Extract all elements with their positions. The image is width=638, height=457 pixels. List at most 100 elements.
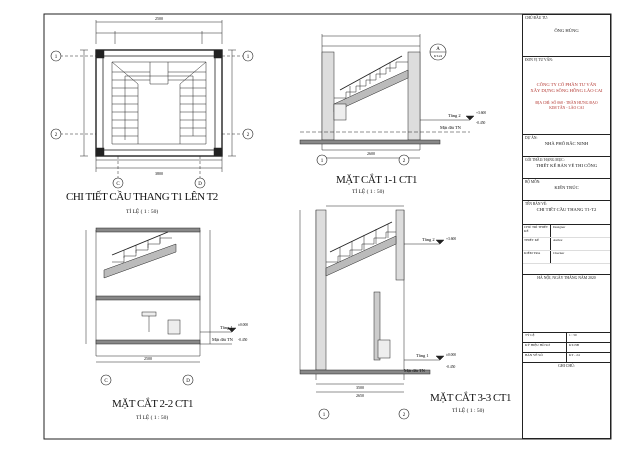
sec33-ground-label: Mặt đất TN bbox=[404, 368, 426, 373]
grid-label: 1 bbox=[323, 413, 326, 418]
sec33-ground-value: -0.450 bbox=[446, 365, 455, 369]
sec22-level-floor1-value: ±0.000 bbox=[238, 323, 248, 327]
sec33-bottom-dimension: 2650 bbox=[356, 393, 364, 398]
sec11-level-floor2-label: Tầng 2 bbox=[448, 113, 461, 118]
grid-label: 1 bbox=[247, 55, 250, 60]
meta-label: KÝ HIỆU HỒ SƠ bbox=[525, 343, 550, 347]
meta-value: KT - 24 bbox=[566, 353, 610, 362]
owner-label: CHỦ ĐẦU TƯ: bbox=[525, 16, 549, 20]
meta-row: BẢN VẼ SỐ KT - 24 bbox=[523, 353, 610, 363]
meta-label: TỶ LỆ bbox=[525, 333, 535, 337]
grid-label: 2 bbox=[55, 133, 58, 138]
drawing-name: CHI TIẾT CẦU THANG T1-T2 bbox=[536, 207, 597, 212]
plan-grid-bubble-bottom-c: C bbox=[112, 177, 124, 189]
item-label: GÓI THẦU/ HẠNG MỤC: bbox=[525, 158, 565, 162]
meta-label: BẢN VẼ SỐ bbox=[525, 353, 543, 357]
sec22-bottom-dimension: 2500 bbox=[144, 356, 152, 361]
discipline-cell: BỘ MÔN: KIẾN TRÚC bbox=[523, 179, 610, 201]
sec33-level-floor1-value: ±0.000 bbox=[446, 353, 456, 357]
plan-bottom-dimension: 3800 bbox=[155, 171, 163, 176]
project-cell: DỰ ÁN: NHÀ PHỐ BẮC NINH bbox=[523, 135, 610, 157]
date-line: HÀ NỘI, NGÀY THÁNG NĂM 2020 bbox=[537, 276, 596, 280]
item-cell: GÓI THẦU/ HẠNG MỤC: THIẾT KẾ BẢN VẼ THI … bbox=[523, 157, 610, 179]
notes-label: GHI CHÚ: bbox=[558, 364, 575, 368]
sheet-border bbox=[43, 13, 612, 440]
sec33-level-floor2-value: +3.600 bbox=[446, 237, 456, 241]
meta-value: KT-NB bbox=[566, 343, 610, 352]
section-3-3-title: MẶT CẮT 3-3 CT1 bbox=[430, 392, 512, 404]
sec33-level-floor1-label: Tầng 1 bbox=[416, 353, 429, 358]
sec22-ground-label: Mặt đất TN bbox=[212, 337, 234, 342]
address-line-1: ĐỊA CHỈ: SỐ 068 - TRẦN HƯNG ĐẠO bbox=[535, 101, 598, 105]
sec22-level-floor1-label: Tầng 1 bbox=[220, 325, 233, 330]
sec11-level-floor2-value: +3.600 bbox=[476, 111, 486, 115]
company-line-2: XÂY DỰNG SÔNG HỒNG LÀO CAI bbox=[530, 88, 603, 93]
plan-grid-bubble-left-top: 1 bbox=[50, 50, 62, 62]
grid-label: 1 bbox=[321, 159, 324, 164]
sec22-grid-bubble-d: D bbox=[182, 374, 194, 386]
plan-grid-bubble-bottom-d: D bbox=[194, 177, 206, 189]
sec22-ground-value: -0.450 bbox=[238, 338, 247, 342]
sec22-grid-bubble-c: C bbox=[100, 374, 112, 386]
role-name: Designer bbox=[553, 225, 566, 229]
plan-grid-bubble-left-bottom: 2 bbox=[50, 128, 62, 140]
notes-cell: GHI CHÚ: bbox=[523, 363, 610, 369]
plan-view bbox=[60, 20, 244, 178]
date-cell: HÀ NỘI, NGÀY THÁNG NĂM 2020 bbox=[523, 275, 610, 333]
drawing-name-label: TÊN BẢN VẼ: bbox=[525, 202, 548, 206]
role-label: KIỂM TRA bbox=[523, 251, 551, 263]
sec11-bottom-dimension: 2600 bbox=[367, 151, 375, 156]
sec33-mid-dimension: 3500 bbox=[356, 385, 364, 390]
callout-ref: KT-24 bbox=[434, 54, 443, 58]
section-1-1-scale: TỈ LỆ ( 1 : 50) bbox=[352, 189, 385, 195]
meta-row: TỶ LỆ 1 : 50 bbox=[523, 333, 610, 343]
sec11-ground-label: Mặt đất TN bbox=[440, 125, 462, 130]
sec33-grid-bubble-2: 2 bbox=[398, 408, 410, 420]
discipline-name: KIẾN TRÚC bbox=[554, 185, 579, 190]
role-name: Checker bbox=[553, 251, 565, 255]
section-2-2-view bbox=[85, 227, 237, 363]
grid-label: C bbox=[116, 182, 120, 187]
sec11-grid-bubble-1: 1 bbox=[316, 154, 328, 166]
callout-letter: A bbox=[436, 47, 440, 52]
section-1-1-title: MẶT CẮT 1-1 CT1 bbox=[336, 174, 418, 186]
section-2-2-scale: TỈ LỆ ( 1 : 50) bbox=[136, 415, 169, 421]
role-label: THIẾT KẾ bbox=[523, 238, 551, 250]
company-line-1: CÔNG TY CỔ PHẦN TƯ VẤN bbox=[536, 82, 597, 87]
grid-label: D bbox=[198, 182, 202, 187]
plan-title: CHI TIẾT CẦU THANG T1 LÊN T2 bbox=[66, 191, 218, 203]
grid-label: 2 bbox=[403, 159, 406, 164]
role-name: Author bbox=[553, 238, 563, 242]
project-name: NHÀ PHỐ BẮC NINH bbox=[544, 141, 589, 146]
grid-label: D bbox=[186, 379, 190, 384]
item-name: THIẾT KẾ BẢN VẼ THI CÔNG bbox=[535, 163, 598, 168]
plan-grid-bubble-right-bottom: 2 bbox=[242, 128, 254, 140]
section-3-3-view bbox=[299, 205, 445, 393]
detail-callout-a: A KT-24 bbox=[429, 43, 447, 61]
section-1-1-view bbox=[299, 34, 475, 159]
consultant-label: ĐƠN VỊ TƯ VẤN: bbox=[525, 58, 553, 62]
meta-row: KÝ HIỆU HỒ SƠ KT-NB bbox=[523, 343, 610, 353]
meta-table: TỶ LỆ 1 : 50 KÝ HIỆU HỒ SƠ KT-NB BẢN VẼ SỐ… bbox=[523, 333, 610, 363]
owner-cell: CHỦ ĐẦU TƯ: ÔNG HÙNG bbox=[523, 15, 610, 57]
sec33-grid-bubble-1: 1 bbox=[318, 408, 330, 420]
sec11-ground-value: -0.450 bbox=[476, 121, 485, 125]
sec33-level-floor2-label: Tầng 2 bbox=[422, 237, 435, 242]
section-3-3-scale: TỈ LỆ ( 1 : 50) bbox=[452, 408, 485, 414]
title-block: CHỦ ĐẦU TƯ: ÔNG HÙNG ĐƠN VỊ TƯ VẤN: CÔNG… bbox=[522, 14, 611, 439]
grid-label: 2 bbox=[403, 413, 406, 418]
grid-label: 2 bbox=[247, 133, 250, 138]
consultant-cell: ĐƠN VỊ TƯ VẤN: CÔNG TY CỔ PHẦN TƯ VẤN XÂ… bbox=[523, 57, 610, 135]
sec11-grid-bubble-2: 2 bbox=[398, 154, 410, 166]
owner-name: ÔNG HÙNG bbox=[554, 28, 579, 33]
meta-value: 1 : 50 bbox=[566, 333, 610, 342]
address-line-2: KIM TÂN - LÀO CAI bbox=[549, 106, 584, 110]
section-2-2-title: MẶT CẮT 2-2 CT1 bbox=[112, 398, 194, 410]
project-label: DỰ ÁN: bbox=[525, 136, 538, 140]
